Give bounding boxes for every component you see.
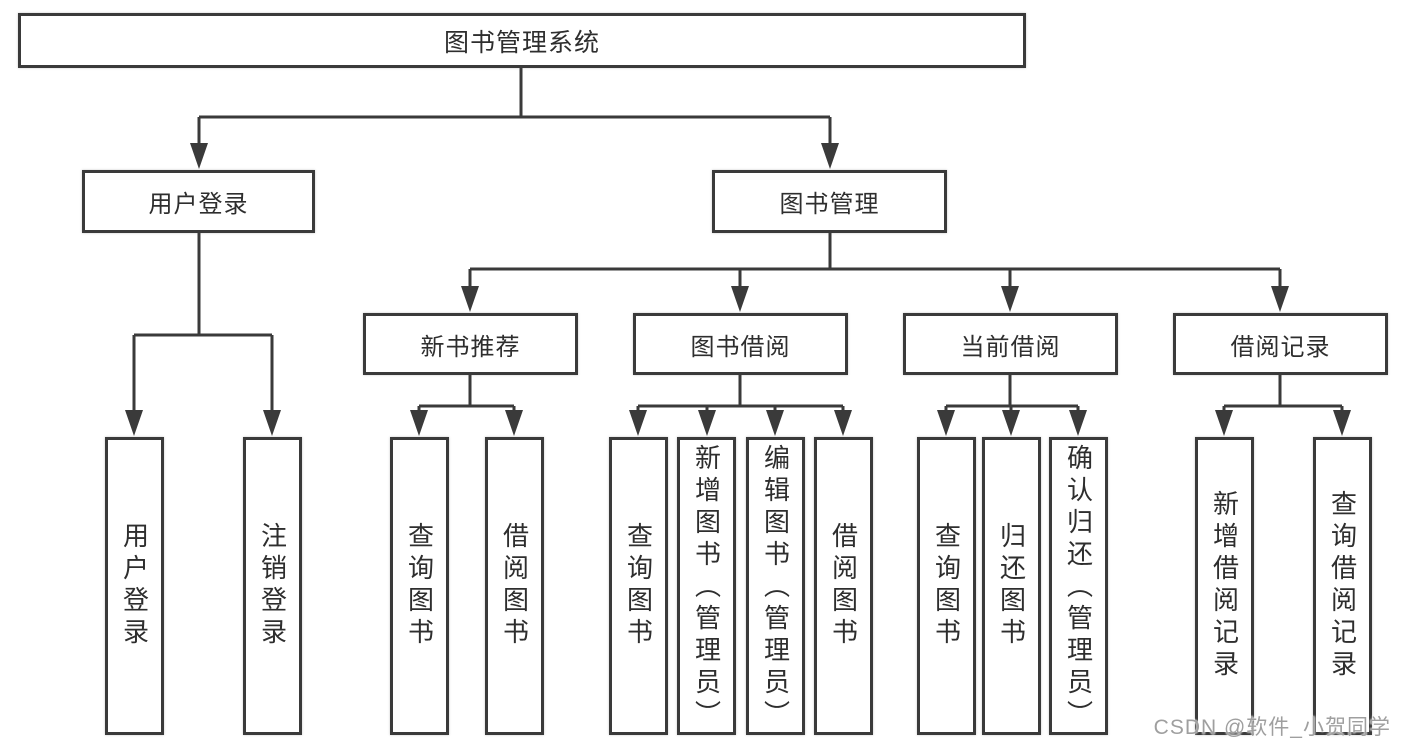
arrowheads bbox=[125, 143, 1351, 436]
node-leaf-nb-query-books: 查询图书 bbox=[390, 437, 449, 735]
node-user-login: 用户登录 bbox=[82, 170, 315, 233]
node-leaf-cb-return-books: 归还图书 bbox=[982, 437, 1041, 735]
node-leaf-nb-borrow-books: 借阅图书 bbox=[485, 437, 544, 735]
node-leaf-br-query-record: 查询借阅记录 bbox=[1313, 437, 1372, 735]
node-leaf-cb-confirm-return-admin: 确认归还（管理员） bbox=[1049, 437, 1108, 735]
node-library-system: 图书管理系统 bbox=[18, 13, 1026, 68]
node-book-borrowing: 图书借阅 bbox=[633, 313, 848, 375]
node-leaf-logout: 注销登录 bbox=[243, 437, 302, 735]
node-leaf-bb-edit-books-admin: 编辑图书（管理员） bbox=[746, 437, 805, 735]
node-leaf-bb-borrow-books: 借阅图书 bbox=[814, 437, 873, 735]
node-leaf-bb-add-books-admin: 新增图书（管理员） bbox=[677, 437, 736, 735]
node-leaf-bb-query-books: 查询图书 bbox=[609, 437, 668, 735]
node-book-management: 图书管理 bbox=[712, 170, 947, 233]
node-leaf-user-login: 用户登录 bbox=[105, 437, 164, 735]
node-borrowing-records: 借阅记录 bbox=[1173, 313, 1388, 375]
csdn-watermark: CSDN @软件_小贺同学 bbox=[1153, 716, 1391, 739]
node-leaf-br-add-record: 新增借阅记录 bbox=[1195, 437, 1254, 735]
node-current-borrowing: 当前借阅 bbox=[903, 313, 1118, 375]
node-leaf-cb-query-books: 查询图书 bbox=[917, 437, 976, 735]
node-new-book-recommend: 新书推荐 bbox=[363, 313, 578, 375]
